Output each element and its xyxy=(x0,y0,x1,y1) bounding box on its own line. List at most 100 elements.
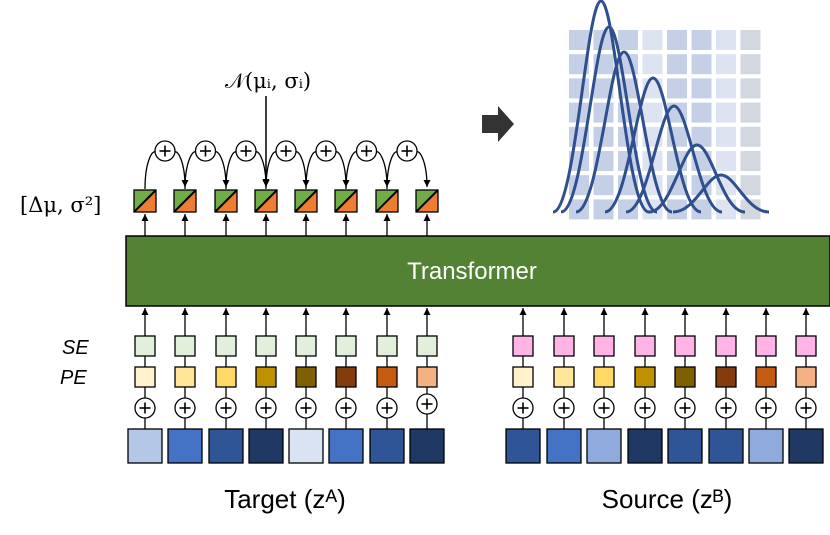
target-pe-box xyxy=(416,366,438,388)
attention-grid xyxy=(569,30,761,220)
target-token xyxy=(369,428,405,464)
grid-cell xyxy=(740,126,761,147)
gaussian-label: 𝒩(μᵢ, σᵢ) xyxy=(225,69,311,93)
grid-cell xyxy=(593,199,614,220)
cum-link xyxy=(416,151,431,188)
grid-cell xyxy=(593,175,614,196)
source-pe-row xyxy=(512,366,817,388)
target-token-row xyxy=(127,428,445,464)
target-se-box xyxy=(376,335,398,357)
source-token xyxy=(546,428,582,464)
target-token xyxy=(248,428,284,464)
target-pe-box xyxy=(376,366,398,388)
input-arrows xyxy=(141,308,810,429)
output-divider xyxy=(133,189,157,213)
target-se-box xyxy=(255,335,277,357)
cum-link xyxy=(335,151,350,188)
grid-cell xyxy=(569,151,589,171)
gaussian-curve xyxy=(672,173,770,214)
cum-link xyxy=(345,151,357,190)
target-pe-box xyxy=(255,366,277,388)
output-token-row xyxy=(133,189,439,213)
output-token xyxy=(254,189,278,213)
output-token xyxy=(214,189,238,213)
target-pe-box xyxy=(335,366,357,388)
grid-cell xyxy=(740,30,761,50)
target-se-box xyxy=(416,335,438,357)
output-token xyxy=(133,189,157,213)
grid-cell xyxy=(618,199,638,220)
output-token xyxy=(294,189,318,213)
grid-cell xyxy=(642,30,663,50)
source-token xyxy=(788,428,824,464)
source-pe-box xyxy=(674,366,696,388)
source-token xyxy=(748,428,784,464)
source-se-box xyxy=(512,335,534,357)
source-se-box xyxy=(634,335,656,357)
input-plus-row xyxy=(134,393,817,419)
target-pe-box xyxy=(174,366,196,388)
output-label: [Δμ, σ²] xyxy=(20,193,101,217)
gaussian-curve xyxy=(604,76,702,214)
transformer-label: Transformer xyxy=(407,258,537,285)
source-token xyxy=(708,428,744,464)
source-pe-box xyxy=(755,366,777,388)
source-token xyxy=(627,428,663,464)
grid-cell xyxy=(569,78,589,99)
target-token xyxy=(127,428,163,464)
grid-cell xyxy=(667,199,687,220)
output-divider xyxy=(214,189,238,213)
grid-cell xyxy=(667,78,687,99)
gaussian-curve xyxy=(575,50,673,214)
target-pe-box xyxy=(295,366,317,388)
cum-link xyxy=(184,151,196,190)
cum-link xyxy=(305,151,317,190)
target-se-box xyxy=(335,335,357,357)
grid-cell xyxy=(691,199,712,220)
grid-cell xyxy=(716,126,736,147)
cum-link xyxy=(225,151,237,190)
cum-link xyxy=(215,151,230,188)
source-se-box xyxy=(755,335,777,357)
source-se-box xyxy=(593,335,615,357)
source-pe-box xyxy=(795,366,817,388)
grid-cell xyxy=(740,151,761,171)
source-se-box xyxy=(553,335,575,357)
cum-link xyxy=(174,151,189,188)
target-se-box xyxy=(174,335,196,357)
grid-cell xyxy=(691,102,712,123)
grid-cell xyxy=(691,126,712,147)
target-se-box xyxy=(295,335,317,357)
grid-cell xyxy=(642,54,663,75)
target-pe-box xyxy=(134,366,156,388)
gaussian-curve xyxy=(560,25,658,214)
source-pe-box xyxy=(553,366,575,388)
target-token xyxy=(409,428,445,464)
source-se-row xyxy=(512,335,817,357)
output-divider xyxy=(375,189,399,213)
source-token xyxy=(667,428,703,464)
output-token xyxy=(173,189,197,213)
output-token xyxy=(375,189,399,213)
target-label: Target (zᴬ) xyxy=(224,484,346,514)
source-token xyxy=(586,428,622,464)
grid-cell xyxy=(593,78,614,99)
grid-cell xyxy=(642,102,663,123)
grid-cell xyxy=(569,30,589,50)
target-pe-box xyxy=(215,366,237,388)
cum-link xyxy=(386,151,398,190)
grid-cell xyxy=(740,175,761,196)
target-token xyxy=(288,428,324,464)
grid-cell xyxy=(716,54,736,75)
source-pe-box xyxy=(512,366,534,388)
source-label: Source (zᴮ) xyxy=(602,484,733,514)
output-divider xyxy=(294,189,318,213)
grid-cell xyxy=(716,30,736,50)
output-token xyxy=(415,189,439,213)
right-arrow-icon xyxy=(482,106,514,142)
grid-cell xyxy=(740,54,761,75)
grid-cell xyxy=(618,30,638,50)
transformer-block xyxy=(125,235,830,307)
